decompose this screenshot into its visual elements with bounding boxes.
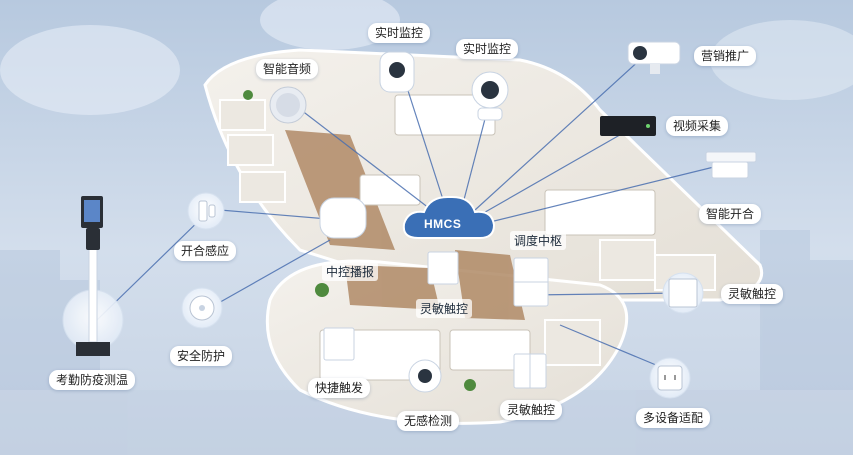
- hmcs-cloud-icon: [402, 195, 496, 239]
- tablet-panel-icon: [513, 257, 549, 307]
- label-attendance: 考勤防疫测温: [49, 370, 136, 390]
- label-monitor-right: 实时监控: [456, 39, 519, 59]
- label-smart-audio: 智能音频: [256, 59, 319, 79]
- hub-label: HMCS: [424, 217, 462, 231]
- cloud-shape: [260, 0, 400, 50]
- speaker-dome-icon: [319, 197, 367, 239]
- video-recorder-icon: [600, 116, 656, 136]
- label-door-sensor: 开合感应: [174, 241, 237, 261]
- touch-panel-right-badge: [662, 272, 704, 314]
- smart-speaker-icon: [269, 86, 307, 124]
- thermometer-kiosk-icon: [62, 196, 124, 356]
- label-touch-panel-center: 灵敏触控: [416, 299, 473, 318]
- camera-dome-icon: [379, 51, 415, 93]
- label-central-control: 中控播报: [322, 262, 379, 281]
- curtain-motor-icon: [705, 151, 757, 179]
- outlet-badge: [649, 357, 691, 399]
- label-security: 安全防护: [170, 346, 233, 366]
- label-presence-detect: 无感检测: [397, 411, 460, 431]
- door-sensor-badge: [187, 192, 225, 230]
- label-quick-touch: 快捷触发: [308, 378, 371, 398]
- double-switch-icon: [513, 353, 547, 389]
- label-multi-outlet: 多设备适配: [636, 408, 711, 428]
- smoke-detector-badge: [181, 287, 223, 329]
- touch-panel-icon: [427, 251, 459, 285]
- cloud-shape: [710, 20, 853, 100]
- label-monitor-top: 实时监控: [368, 23, 431, 43]
- label-touch-panel-right: 灵敏触控: [721, 284, 784, 304]
- cloud-shape: [0, 25, 180, 115]
- label-touch-panel-bottom: 灵敏触控: [500, 400, 563, 420]
- label-video-capture: 视频采集: [666, 116, 729, 136]
- label-scheduling-hub: 调度中枢: [510, 231, 567, 250]
- scene-switch-icon: [323, 327, 355, 361]
- connection-lines: [96, 57, 723, 371]
- label-marketing: 营销推广: [694, 46, 757, 66]
- plants: [243, 90, 476, 391]
- rooms: [219, 99, 716, 366]
- label-smart-curtain: 智能开合: [699, 204, 762, 224]
- camera-pt-icon: [471, 71, 509, 121]
- presence-sensor-icon: [408, 359, 442, 393]
- bullet-camera-icon: [627, 41, 681, 74]
